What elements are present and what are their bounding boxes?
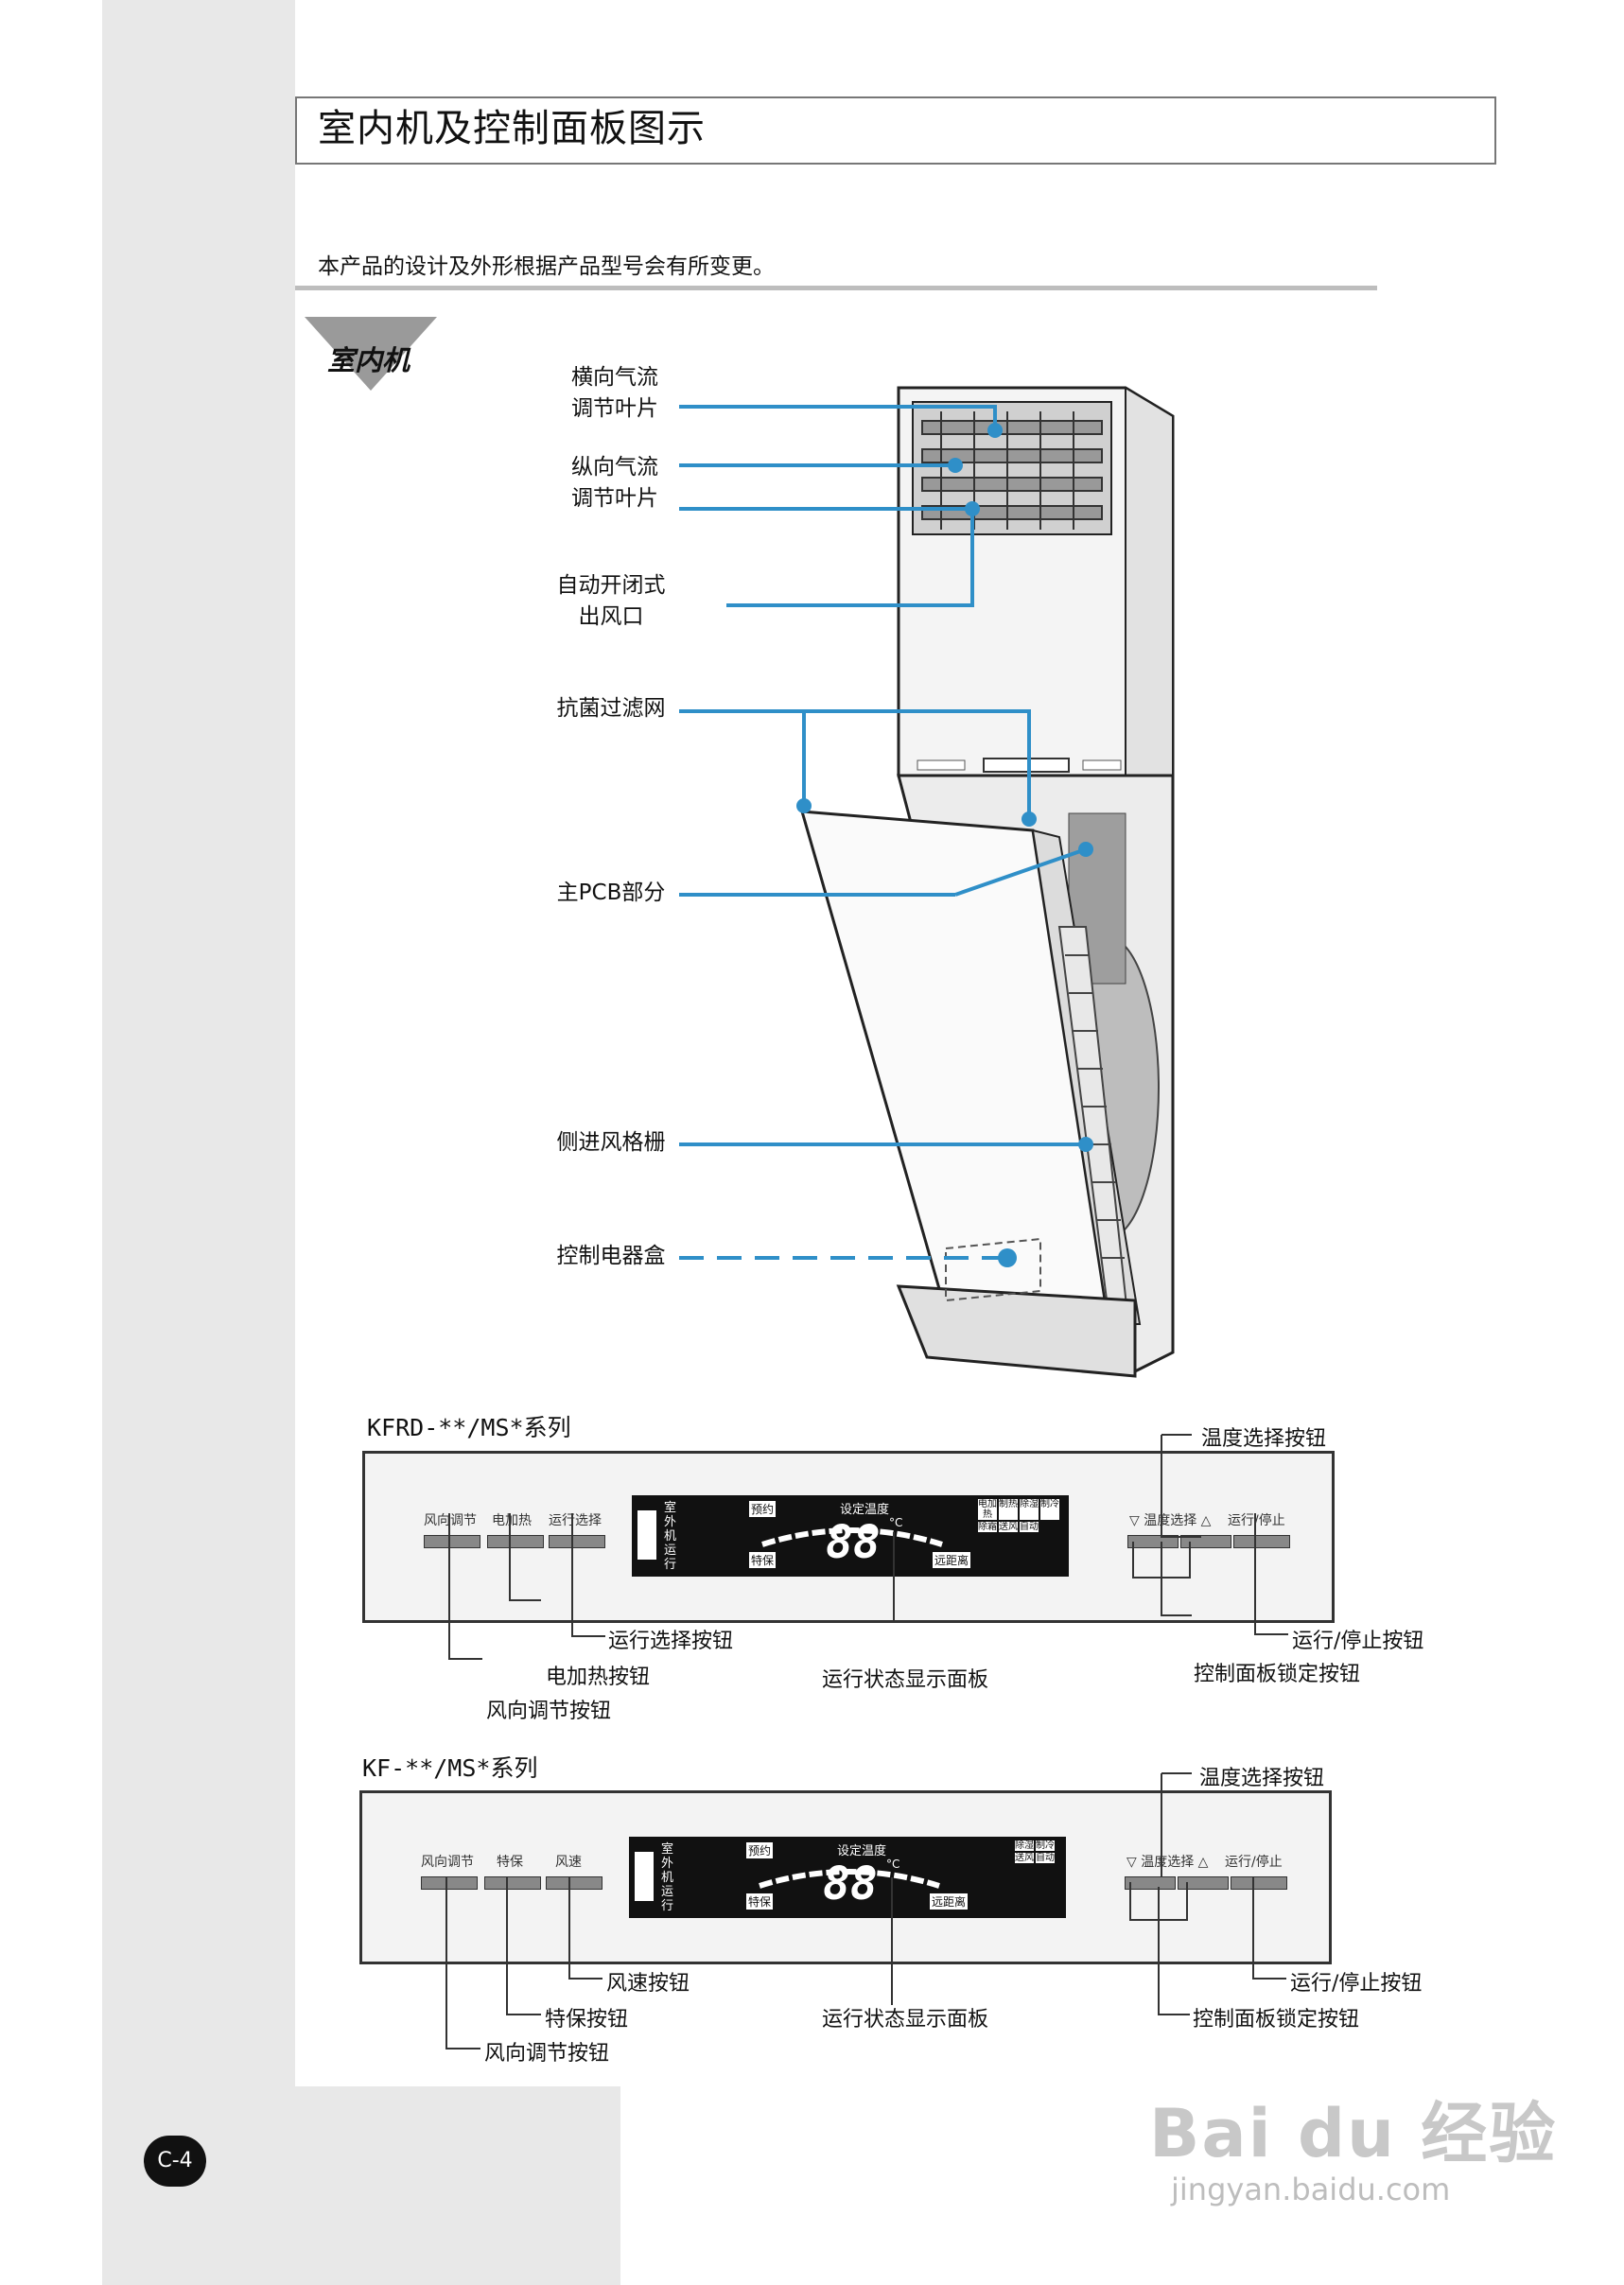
intro-text: 本产品的设计及外形根据产品型号会有所变更。	[318, 254, 775, 279]
panel1-mode: 电加热	[978, 1499, 997, 1520]
panel2-lcd-remote: 远距离	[930, 1893, 969, 1910]
intro-divider	[295, 286, 1377, 290]
panel2-mode: 自动	[1036, 1853, 1055, 1863]
panel2-special-button[interactable]	[484, 1876, 541, 1890]
panel2-callout-lock: 控制面板锁定按钮	[1193, 2008, 1360, 2032]
panel1-mode: 自动	[1020, 1522, 1039, 1532]
panel1-lcd-modes: 电加热 制热 除湿 制冷 除霜 送风 自动	[978, 1499, 1063, 1532]
panel2-callout-lines	[445, 1772, 1286, 2050]
panel2-lcd-unit: °C	[886, 1858, 900, 1871]
panel2-btn-label-0: 风向调节	[421, 1855, 474, 1870]
panel1-lcd-remote: 远距离	[933, 1552, 971, 1568]
label-side-intake-grille: 侧进风格栅	[556, 1130, 666, 1155]
panel2-lcd-modes: 除湿 制冷 送风 自动	[1015, 1840, 1060, 1863]
label-vertical-louver: 纵向气流调节叶片	[571, 455, 658, 511]
panel1-mode: 制冷	[1040, 1499, 1059, 1520]
panel1-callout-lines	[448, 1434, 1288, 1660]
panel2-btn-label-1: 特保	[497, 1855, 523, 1870]
panel2-series: KF-**/MS*系列	[362, 1754, 538, 1782]
panel2-lcd-set-temp: 设定温度	[837, 1844, 887, 1858]
panel1-lcd-indicator	[637, 1510, 656, 1560]
panel2-callout-wind-speed: 风速按钮	[606, 1972, 690, 1996]
panel1-lcd-display: 室外机运行 预约 设定温度 特保 88 °C 远距离 电加热 制热 除湿 制冷 …	[632, 1495, 1069, 1577]
panel1-heater-button[interactable]	[487, 1535, 544, 1548]
page-number-badge: C-4	[144, 2136, 206, 2187]
panel2-callout-special: 特保按钮	[545, 2008, 629, 2032]
panel1-run-stop-button[interactable]	[1233, 1535, 1290, 1548]
panel1-mode: 送风	[999, 1522, 1018, 1532]
panel1-temp-down-button[interactable]	[1127, 1535, 1179, 1548]
panel1-lcd-digits: 88	[826, 1516, 881, 1569]
panel1-temp-label: ▽ 温度选择 △	[1129, 1513, 1212, 1528]
panel2-mode: 制冷	[1036, 1840, 1055, 1851]
panel2-lcd-arc-icon	[759, 1869, 940, 1889]
panel2-callout-wind-dir: 风向调节按钮	[484, 2042, 610, 2066]
panel1-temp-up-button[interactable]	[1180, 1535, 1231, 1548]
panel2-temp-label: ▽ 温度选择 △	[1126, 1855, 1209, 1870]
panel1-mode: 制热	[999, 1499, 1018, 1520]
panel1-callout-run-select: 运行选择按钮	[608, 1630, 734, 1653]
panel2-runstop-label: 运行/停止	[1225, 1855, 1283, 1870]
unit-callout-lines	[679, 405, 1093, 1267]
watermark-url: jingyan.baidu.com	[1171, 2172, 1451, 2207]
panel1-lcd-timer: 预约	[749, 1501, 777, 1517]
panel1-wind-dir-button[interactable]	[424, 1535, 480, 1548]
panel2-lcd-timer: 预约	[746, 1842, 774, 1858]
title-box	[295, 96, 1496, 165]
panel2-callout-temp: 温度选择按钮	[1199, 1767, 1325, 1790]
panel1-lcd-unit: °C	[889, 1516, 903, 1529]
label-control-box: 控制电器盒	[556, 1244, 666, 1268]
panel2-wind-speed-button[interactable]	[546, 1876, 602, 1890]
panel2-btn-label-2: 风速	[555, 1855, 582, 1870]
panel2-wind-dir-button[interactable]	[421, 1876, 478, 1890]
panel1-runstop-label: 运行/停止	[1228, 1513, 1285, 1528]
label-horizontal-louver: 横向气流调节叶片	[571, 365, 658, 421]
panel1-lcd-special: 特保	[749, 1552, 777, 1568]
panel2-lcd-outdoor: 室外机运行	[661, 1842, 674, 1913]
panel2-control-panel: 风向调节 特保 风速 室外机运行 预约 设定温度 特保 88 °C 远距离 除湿…	[359, 1790, 1332, 1964]
panel2-temp-up-button[interactable]	[1178, 1876, 1229, 1890]
panel2-run-stop-button[interactable]	[1231, 1876, 1287, 1890]
section-label: 室内机	[327, 344, 410, 376]
panel1-run-select-button[interactable]	[549, 1535, 605, 1548]
panel2-lcd-display: 室外机运行 预约 设定温度 特保 88 °C 远距离 除湿 制冷 送风 自动	[629, 1837, 1066, 1918]
section-triangle-icon	[305, 317, 437, 391]
panel1-btn-label-1: 电加热	[492, 1513, 532, 1528]
panel2-mode: 除湿	[1015, 1840, 1034, 1851]
panel1-btn-label-2: 运行选择	[549, 1513, 602, 1528]
panel1-callout-lock: 控制面板锁定按钮	[1194, 1663, 1361, 1686]
panel2-mode: 送风	[1015, 1853, 1034, 1863]
panel2-lcd-indicator	[635, 1852, 654, 1901]
watermark-logo: Bai du 经验	[1149, 2095, 1558, 2172]
panel2-lcd-special: 特保	[746, 1893, 774, 1910]
panel1-callout-run-stop: 运行/停止按钮	[1292, 1630, 1424, 1653]
panel1-callout-display: 运行状态显示面板	[822, 1668, 989, 1692]
page-title: 室内机及控制面板图示	[318, 107, 706, 150]
panel1-callout-heater: 电加热按钮	[546, 1666, 651, 1689]
panel2-lcd-digits: 88	[823, 1858, 878, 1910]
label-antibacterial-filter: 抗菌过滤网	[556, 696, 666, 721]
indoor-unit-illustration	[799, 386, 1175, 1378]
panel1-callout-temp: 温度选择按钮	[1201, 1427, 1327, 1451]
label-auto-outlet: 自动开闭式出风口	[556, 573, 666, 629]
panel2-temp-down-button[interactable]	[1125, 1876, 1176, 1890]
panel1-callout-wind-dir: 风向调节按钮	[486, 1700, 612, 1723]
panel1-lcd-set-temp: 设定温度	[840, 1503, 890, 1517]
panel1-series: KFRD-**/MS*系列	[367, 1414, 571, 1441]
panel1-mode: 除霜	[978, 1522, 997, 1532]
panel2-callout-run-stop: 运行/停止按钮	[1290, 1972, 1423, 1996]
panel2-callout-display: 运行状态显示面板	[822, 2008, 989, 2032]
label-main-pcb: 主PCB部分	[556, 881, 666, 905]
panel1-lcd-outdoor: 室外机运行	[664, 1501, 677, 1572]
panel1-mode: 除湿	[1020, 1499, 1039, 1520]
panel1-lcd-arc-icon	[761, 1527, 943, 1547]
